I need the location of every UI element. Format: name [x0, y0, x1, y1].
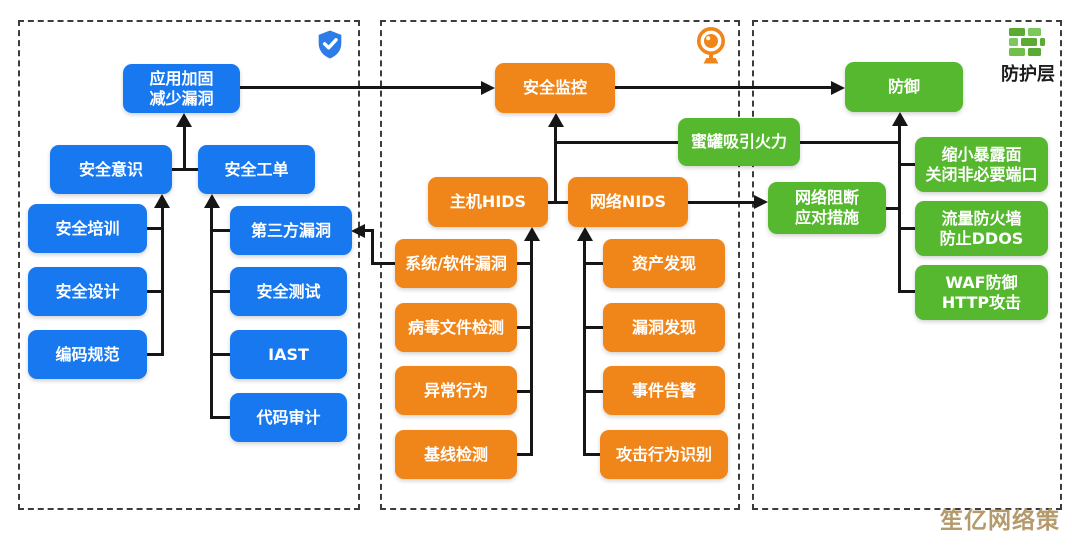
arrowhead-up	[548, 113, 564, 127]
node-vuln-discovery: 漏洞发现	[603, 303, 725, 352]
panel-monitor-layer	[380, 20, 740, 510]
arrowhead-up	[176, 113, 192, 127]
node-defense: 防御	[845, 62, 963, 112]
shield-check-icon	[314, 28, 346, 65]
node-iast: IAST	[230, 330, 347, 379]
node-security-design: 安全设计	[28, 267, 147, 316]
node-network-nids: 网络NIDS	[568, 177, 688, 227]
node-attack-behavior-id: 攻击行为识别	[600, 430, 728, 479]
connector-line	[586, 262, 603, 265]
node-code-audit: 代码审计	[230, 393, 347, 442]
connector-line	[586, 390, 603, 393]
connector-line	[210, 207, 213, 419]
arrowhead-up	[524, 227, 540, 241]
connector-line	[688, 201, 757, 204]
node-shrink-attack-surface: 缩小暴露面 关闭非必要端口	[915, 137, 1048, 192]
node-security-testing: 安全测试	[230, 267, 347, 316]
node-baseline-detection: 基线检测	[395, 430, 517, 479]
connector-line	[212, 290, 230, 293]
node-app-hardening: 应用加固 减少漏洞	[123, 64, 240, 113]
connector-line	[145, 353, 162, 356]
panel-build-layer	[18, 20, 360, 510]
connector-line	[899, 290, 915, 293]
arrowhead-up	[154, 194, 170, 208]
connector-line	[548, 201, 568, 204]
connector-line	[161, 207, 164, 356]
node-abnormal-behavior: 异常行为	[395, 366, 517, 415]
protection-layer-label: 防护层	[1001, 64, 1055, 85]
connector-line	[583, 240, 586, 456]
node-security-monitoring: 安全监控	[495, 63, 615, 113]
connector-line	[898, 125, 901, 293]
arrowhead-right	[831, 81, 845, 95]
arrowhead-up	[577, 227, 593, 241]
connector-line	[364, 229, 373, 232]
node-waf-defense: WAF防御 HTTP攻击	[915, 265, 1048, 320]
connector-line	[530, 240, 533, 456]
brick-wall-icon	[1008, 27, 1046, 62]
node-coding-standard: 编码规范	[28, 330, 147, 379]
connector-line	[145, 290, 162, 293]
node-asset-discovery: 资产发现	[603, 239, 725, 288]
connector-line	[145, 227, 162, 230]
node-system-software-vuln: 系统/软件漏洞	[395, 239, 517, 288]
connector-line	[586, 326, 603, 329]
node-traffic-firewall: 流量防火墙 防止DDOS	[915, 201, 1048, 256]
node-event-alert: 事件告警	[603, 366, 725, 415]
arrowhead-up	[204, 194, 220, 208]
connector-line	[183, 126, 186, 170]
node-security-training: 安全培训	[28, 204, 147, 253]
connector-line	[517, 262, 531, 265]
connector-line	[240, 86, 483, 89]
arrowhead-right	[754, 195, 768, 209]
panel-protection-layer	[752, 20, 1062, 510]
node-third-party-vuln: 第三方漏洞	[230, 206, 352, 255]
connector-line	[517, 326, 531, 329]
connector-line	[886, 207, 899, 210]
connector-line	[517, 390, 531, 393]
webcam-icon	[694, 26, 728, 70]
node-security-ticket: 安全工单	[198, 145, 315, 194]
connector-line	[800, 141, 899, 144]
connector-line	[212, 229, 230, 232]
watermark: 笙亿网络策划	[940, 508, 1060, 534]
connector-line	[555, 141, 678, 144]
node-honeypot: 蜜罐吸引火力	[678, 118, 800, 166]
node-network-block: 网络阻断 应对措施	[768, 182, 886, 234]
connector-line	[899, 163, 915, 166]
arrowhead-left	[351, 224, 365, 238]
connector-line	[517, 453, 531, 456]
arrowhead-right	[481, 81, 495, 95]
connector-line	[373, 262, 397, 265]
arrowhead-up	[892, 112, 908, 126]
connector-line	[586, 453, 600, 456]
connector-line	[615, 86, 832, 89]
node-virus-file-detection: 病毒文件检测	[395, 303, 517, 352]
node-security-awareness: 安全意识	[50, 145, 172, 194]
connector-line	[212, 416, 230, 419]
connector-line	[371, 229, 374, 265]
node-host-hids: 主机HIDS	[428, 177, 548, 227]
connector-line	[899, 227, 915, 230]
connector-line	[212, 353, 230, 356]
connector-line	[554, 126, 557, 203]
